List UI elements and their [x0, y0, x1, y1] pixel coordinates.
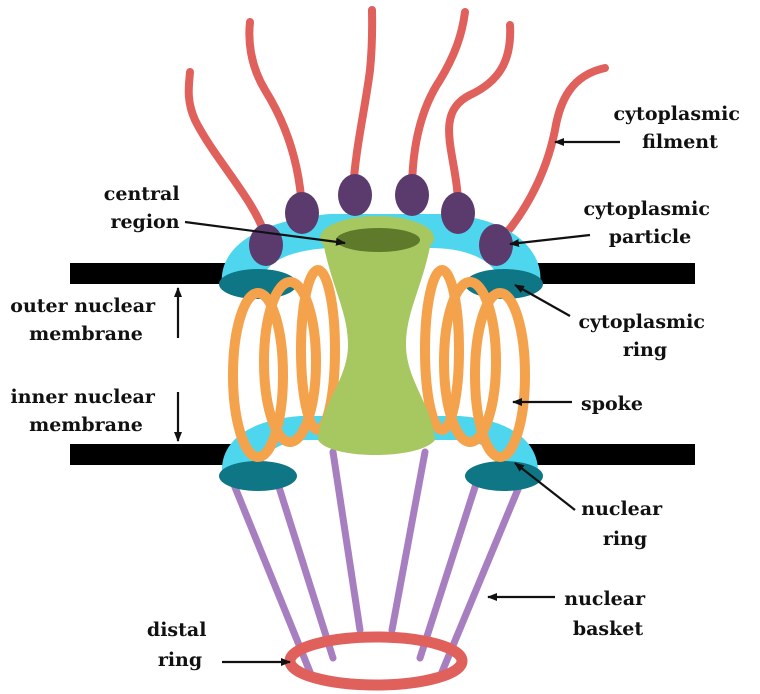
label-line: nuclear [564, 588, 646, 610]
label-line: distal [147, 619, 207, 641]
label-line: membrane [29, 323, 143, 345]
arrow-cytoplasmic-particle [510, 235, 590, 244]
label-line: filment [642, 131, 718, 153]
central-region-opening [336, 228, 420, 252]
inner-nuclear-membrane-left [70, 444, 245, 465]
basket-strand [333, 452, 360, 630]
label-line: particle [609, 226, 691, 248]
distal-ring [290, 637, 462, 685]
label-inner-nuclear-membrane: inner nuclear membrane [10, 386, 161, 436]
basket-strand [442, 470, 526, 672]
label-line: ring [623, 339, 667, 361]
label-line: basket [573, 618, 644, 640]
label-line: nuclear [581, 498, 663, 520]
filament [189, 72, 266, 238]
label-distal-ring: distal ring [147, 619, 213, 671]
label-line: ring [603, 528, 647, 550]
label-line: membrane [29, 414, 143, 436]
particle [441, 192, 475, 234]
basket-strand [392, 452, 425, 630]
label-line: central [104, 183, 180, 205]
label-spoke: spoke [581, 393, 643, 415]
label-line: cytoplasmic [613, 103, 739, 125]
label-cytoplasmic-particle: cytoplasmic particle [583, 198, 716, 248]
label-line: cytoplasmic [578, 311, 704, 333]
inner-nuclear-membrane-right [520, 444, 695, 465]
filament [449, 25, 510, 212]
filament [353, 10, 372, 192]
basket-strand [228, 470, 310, 672]
label-line: region [110, 211, 179, 233]
label-outer-nuclear-membrane: outer nuclear membrane [10, 295, 161, 345]
particle [338, 174, 372, 216]
label-line: ring [158, 649, 202, 671]
nuclear-ring-oval-left [219, 461, 297, 491]
basket-strand [278, 484, 333, 658]
outer-nuclear-membrane-right [520, 263, 695, 284]
label-line: inner nuclear [10, 386, 155, 408]
filament [249, 22, 302, 210]
arrow-cytoplasmic-ring [515, 285, 570, 316]
label-nuclear-ring: nuclear ring [581, 498, 668, 550]
label-cytoplasmic-filament: cytoplasmic filment [613, 103, 746, 153]
label-line: cytoplasmic [583, 198, 709, 220]
particle [285, 192, 319, 234]
particle [479, 224, 513, 266]
basket-strand [420, 484, 476, 658]
particle [395, 174, 429, 216]
outer-nuclear-membrane-left [70, 263, 245, 284]
label-line: outer nuclear [10, 295, 156, 317]
label-nuclear-basket: nuclear basket [564, 588, 651, 640]
label-central-region: central region [104, 183, 186, 233]
label-cytoplasmic-ring: cytoplasmic ring [578, 311, 711, 361]
label-line: spoke [581, 393, 643, 415]
cytoplasmic-filaments [189, 10, 605, 246]
